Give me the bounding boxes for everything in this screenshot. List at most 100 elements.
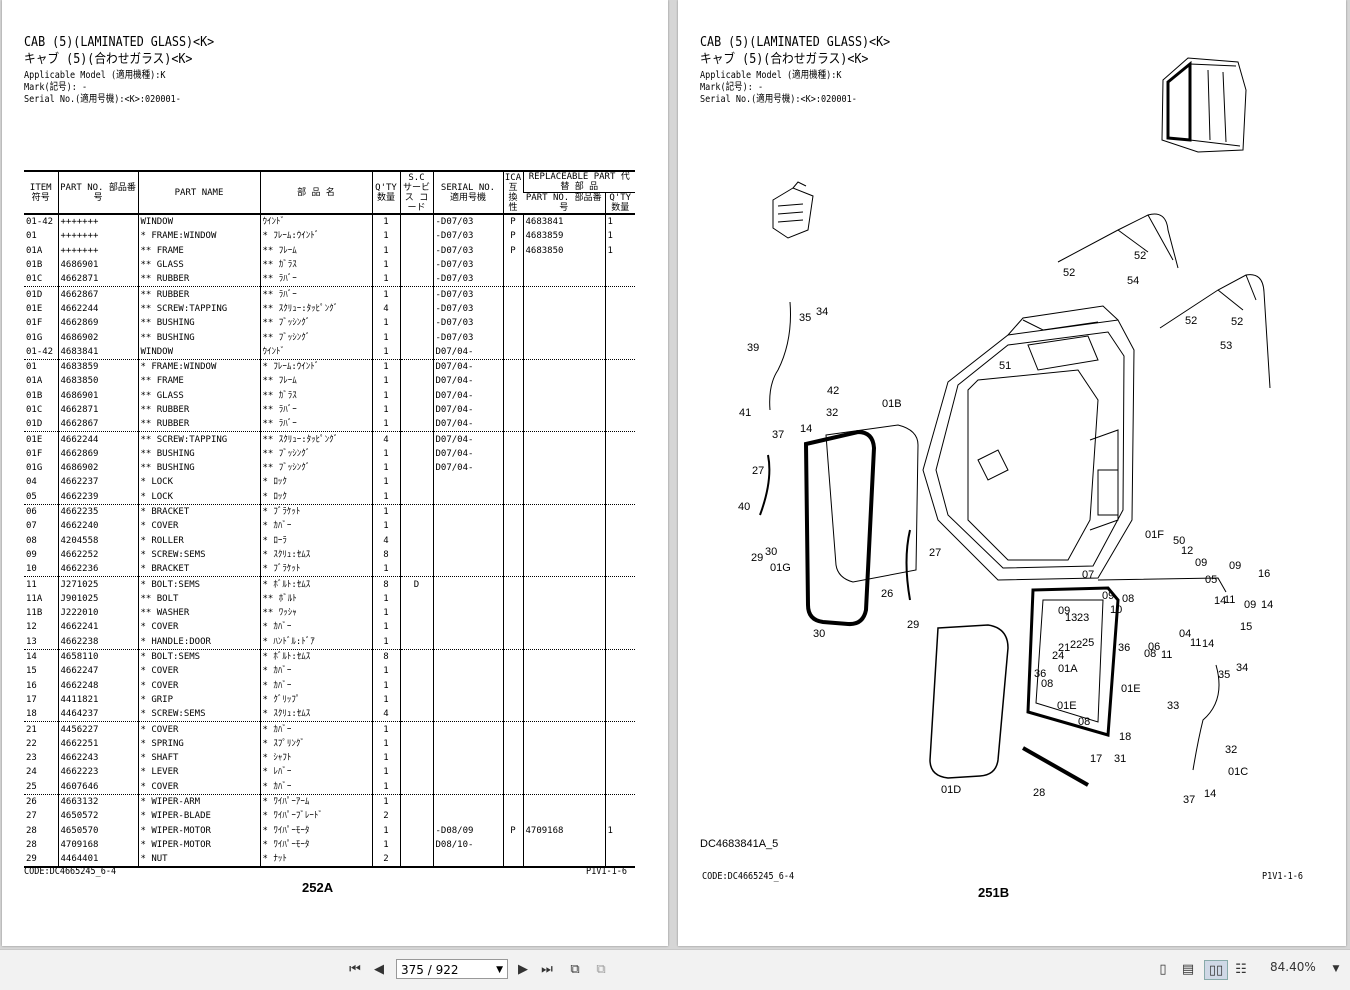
cell-serial-no xyxy=(432,475,503,490)
cell-part-name: ** FRAME xyxy=(137,243,260,258)
col-replaceable: REPLACEABLE PART 代 替 部 品 xyxy=(522,170,635,193)
cell-qty: 1 xyxy=(371,779,400,795)
callout-label: 52 xyxy=(1134,250,1146,262)
cell-rep-qty xyxy=(604,286,635,302)
cell-rep-qty xyxy=(604,634,635,650)
cell-item: 12 xyxy=(26,622,37,633)
cell-part-name: * COVER xyxy=(137,664,260,679)
cell-item: 17 xyxy=(26,694,37,705)
cell-jp-name: * ｽｸﾘｭ:ｾﾑｽ xyxy=(259,547,372,563)
cell-rep-qty xyxy=(604,257,635,273)
cell-ica xyxy=(502,417,523,432)
cell-item: 01B xyxy=(26,390,43,401)
callout-label: 11 xyxy=(1161,649,1172,661)
cell-serial-no: -D07/03 xyxy=(432,229,503,244)
callout-label: 04 xyxy=(1179,628,1191,640)
cell-jp-name: * ﾜｲﾊﾟｰﾓｰﾀ xyxy=(259,837,372,853)
cell-rep-part-no: 4709168 xyxy=(522,823,605,838)
rotate-pages-icon[interactable]: ⧉ xyxy=(570,961,580,977)
cell-jp-name: * ﾌﾞﾗｹｯﾄ xyxy=(259,562,372,577)
zoom-dropdown-icon[interactable]: ▼ xyxy=(1332,964,1340,974)
cell-part-name: * HANDLE:DOOR xyxy=(137,634,260,650)
callout-label: 23 xyxy=(1077,612,1089,624)
cell-rep-qty xyxy=(604,533,635,548)
cell-item: 28 xyxy=(26,825,37,836)
cell-jp-name: ** ﾌﾚｰﾑ xyxy=(259,374,372,389)
cell-jp-name: ｳｲﾝﾄﾞ xyxy=(259,214,372,230)
cell-item: 10 xyxy=(26,564,37,575)
cell-rep-qty xyxy=(604,519,635,534)
last-page-icon[interactable]: ⏭ xyxy=(541,961,553,977)
cell-rep-part-no xyxy=(522,664,605,679)
two-page-continuous-icon[interactable]: ☷ xyxy=(1235,961,1247,977)
cell-qty: 1 xyxy=(371,620,400,635)
cell-item: 13 xyxy=(26,636,37,647)
callout-label: 54 xyxy=(1127,275,1139,287)
callout-label: 37 xyxy=(1183,794,1195,806)
page-number-select[interactable]: 375 / 922 ▼ xyxy=(396,959,508,979)
cell-jp-name: ** ｶﾞﾗｽ xyxy=(259,257,372,273)
single-page-icon[interactable]: ▯ xyxy=(1159,961,1167,977)
cell-part-name: ** RUBBER xyxy=(137,286,260,302)
cell-rep-part-no xyxy=(522,793,605,810)
cell-jp-name: * ﾛｰﾗ xyxy=(259,533,372,548)
cell-ica xyxy=(502,852,523,869)
cell-part-no: 4662251 xyxy=(57,736,138,751)
cell-rep-part-no xyxy=(522,446,605,462)
cell-rep-qty xyxy=(604,576,635,592)
cell-part-name: ** BUSHING xyxy=(137,461,260,476)
next-page-icon[interactable]: ▶ xyxy=(518,961,528,977)
col-jp-name: 部 品 名 xyxy=(259,170,372,215)
zoom-level[interactable]: 84.40% xyxy=(1270,960,1316,974)
prev-page-icon[interactable]: ◀ xyxy=(374,961,384,977)
cell-ica: P xyxy=(502,214,523,230)
cell-rep-part-no xyxy=(522,765,605,780)
cell-ica xyxy=(502,809,523,824)
cell-ica xyxy=(502,736,523,751)
continuous-page-icon[interactable]: ▤ xyxy=(1181,961,1195,977)
cell-qty: 4 xyxy=(371,301,400,317)
cell-serial-no xyxy=(432,852,503,869)
callout-label: 27 xyxy=(752,465,764,477)
cell-jp-name: ** ｽｸﾘｭｰ:ﾀｯﾋﾟﾝｸﾞ xyxy=(259,431,372,447)
callout-label: 29 xyxy=(751,552,763,564)
cell-part-name: * FRAME:WINDOW xyxy=(137,229,260,244)
cell-item: 16 xyxy=(26,680,37,691)
cell-part-no: J222010 xyxy=(57,606,138,621)
two-page-icon[interactable]: ▯▯ xyxy=(1204,960,1228,980)
cell-serial-no xyxy=(432,779,503,795)
cell-part-name: * COVER xyxy=(137,620,260,635)
callout-label: 21 xyxy=(1058,642,1070,654)
copy-page-icon[interactable]: ⧉ xyxy=(596,961,606,977)
cell-jp-name: ** ﾗﾊﾞｰ xyxy=(259,402,372,418)
cell-item: 01-42 xyxy=(26,346,54,357)
page-number-value: 375 / 922 xyxy=(401,963,459,977)
cell-sc xyxy=(399,243,433,258)
cell-item: 28 xyxy=(26,839,37,850)
cell-jp-name: * ｽｸﾘｭ:ｾﾑｽ xyxy=(259,707,372,722)
cell-qty: 4 xyxy=(371,431,400,447)
cell-item: 08 xyxy=(26,535,37,546)
cell-sc xyxy=(399,707,433,722)
cell-qty: 1 xyxy=(371,765,400,780)
cell-rep-qty xyxy=(604,793,635,810)
title-en: CAB (5)(LAMINATED GLASS)<K> xyxy=(24,35,215,50)
cell-serial-no xyxy=(432,620,503,635)
callout-label: 01C xyxy=(1228,766,1248,778)
callout-label: 08 xyxy=(1144,648,1156,660)
first-page-icon[interactable]: ⏮ xyxy=(349,961,361,977)
cell-item: 01F xyxy=(26,318,43,329)
cell-part-no: 4662252 xyxy=(57,547,138,563)
cell-rep-part-no xyxy=(522,648,605,665)
cell-serial-no: D07/04- xyxy=(432,358,503,375)
